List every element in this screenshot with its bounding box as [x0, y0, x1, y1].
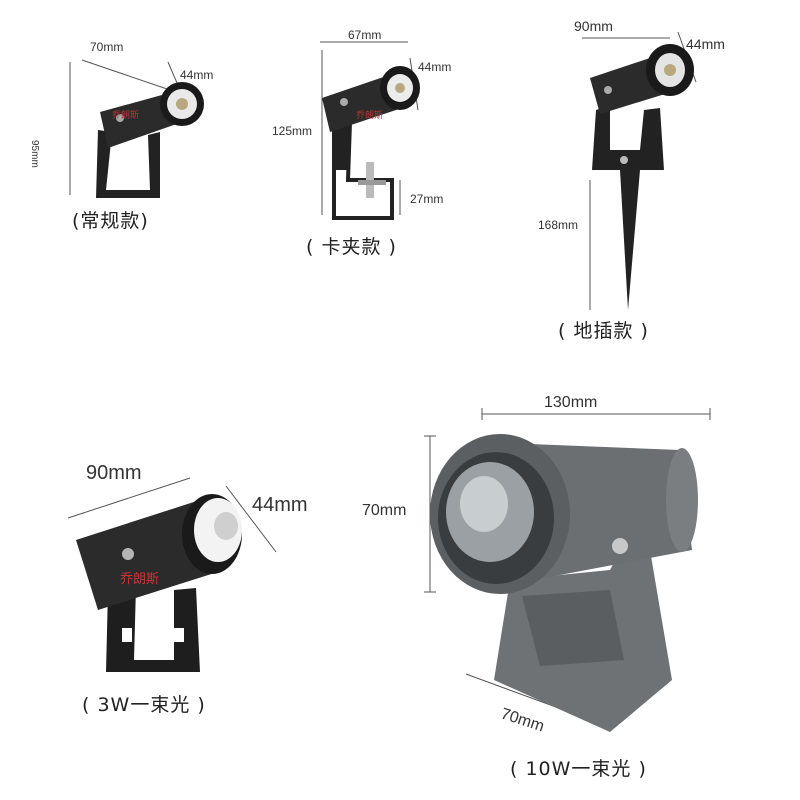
10w-lamp-illustration: [424, 408, 711, 732]
spike-caption: ( 地插款 ): [558, 320, 649, 342]
spike-diameter-label: 44mm: [686, 36, 725, 52]
10w-length-label: 130mm: [544, 394, 598, 411]
regular-diameter-label: 44mm: [180, 68, 214, 82]
3w-brand-watermark: 乔朗斯: [120, 571, 160, 586]
clip-length-label: 67mm: [348, 28, 382, 42]
10w-caption: ( 10W一束光 ): [510, 758, 647, 780]
clip-width-label: 27mm: [410, 192, 444, 206]
spike-length-label: 90mm: [574, 18, 613, 34]
regular-height-label: 95mm: [29, 140, 40, 168]
clip-height-label: 125mm: [272, 124, 313, 138]
clip-diameter-label: 44mm: [418, 60, 452, 74]
regular-lamp-illustration: [69, 59, 204, 198]
clip-caption: ( 卡夹款 ): [306, 236, 397, 258]
3w-caption: ( 3W一束光 ): [82, 694, 206, 716]
regular-brand-watermark: 乔朗斯: [112, 110, 140, 120]
3w-diameter-label: 44mm: [252, 494, 308, 516]
spike-lamp-illustration: [582, 31, 697, 310]
3w-length-label: 90mm: [86, 462, 142, 484]
regular-length-label: 70mm: [90, 40, 124, 54]
regular-caption: (常规款): [72, 210, 149, 232]
spike-height-label: 168mm: [538, 218, 579, 232]
10w-height-label: 70mm: [362, 502, 407, 519]
clip-brand-watermark: 乔朗斯: [356, 110, 384, 120]
clip-lamp-illustration: [320, 41, 420, 220]
3w-lamp-illustration: [67, 477, 277, 672]
